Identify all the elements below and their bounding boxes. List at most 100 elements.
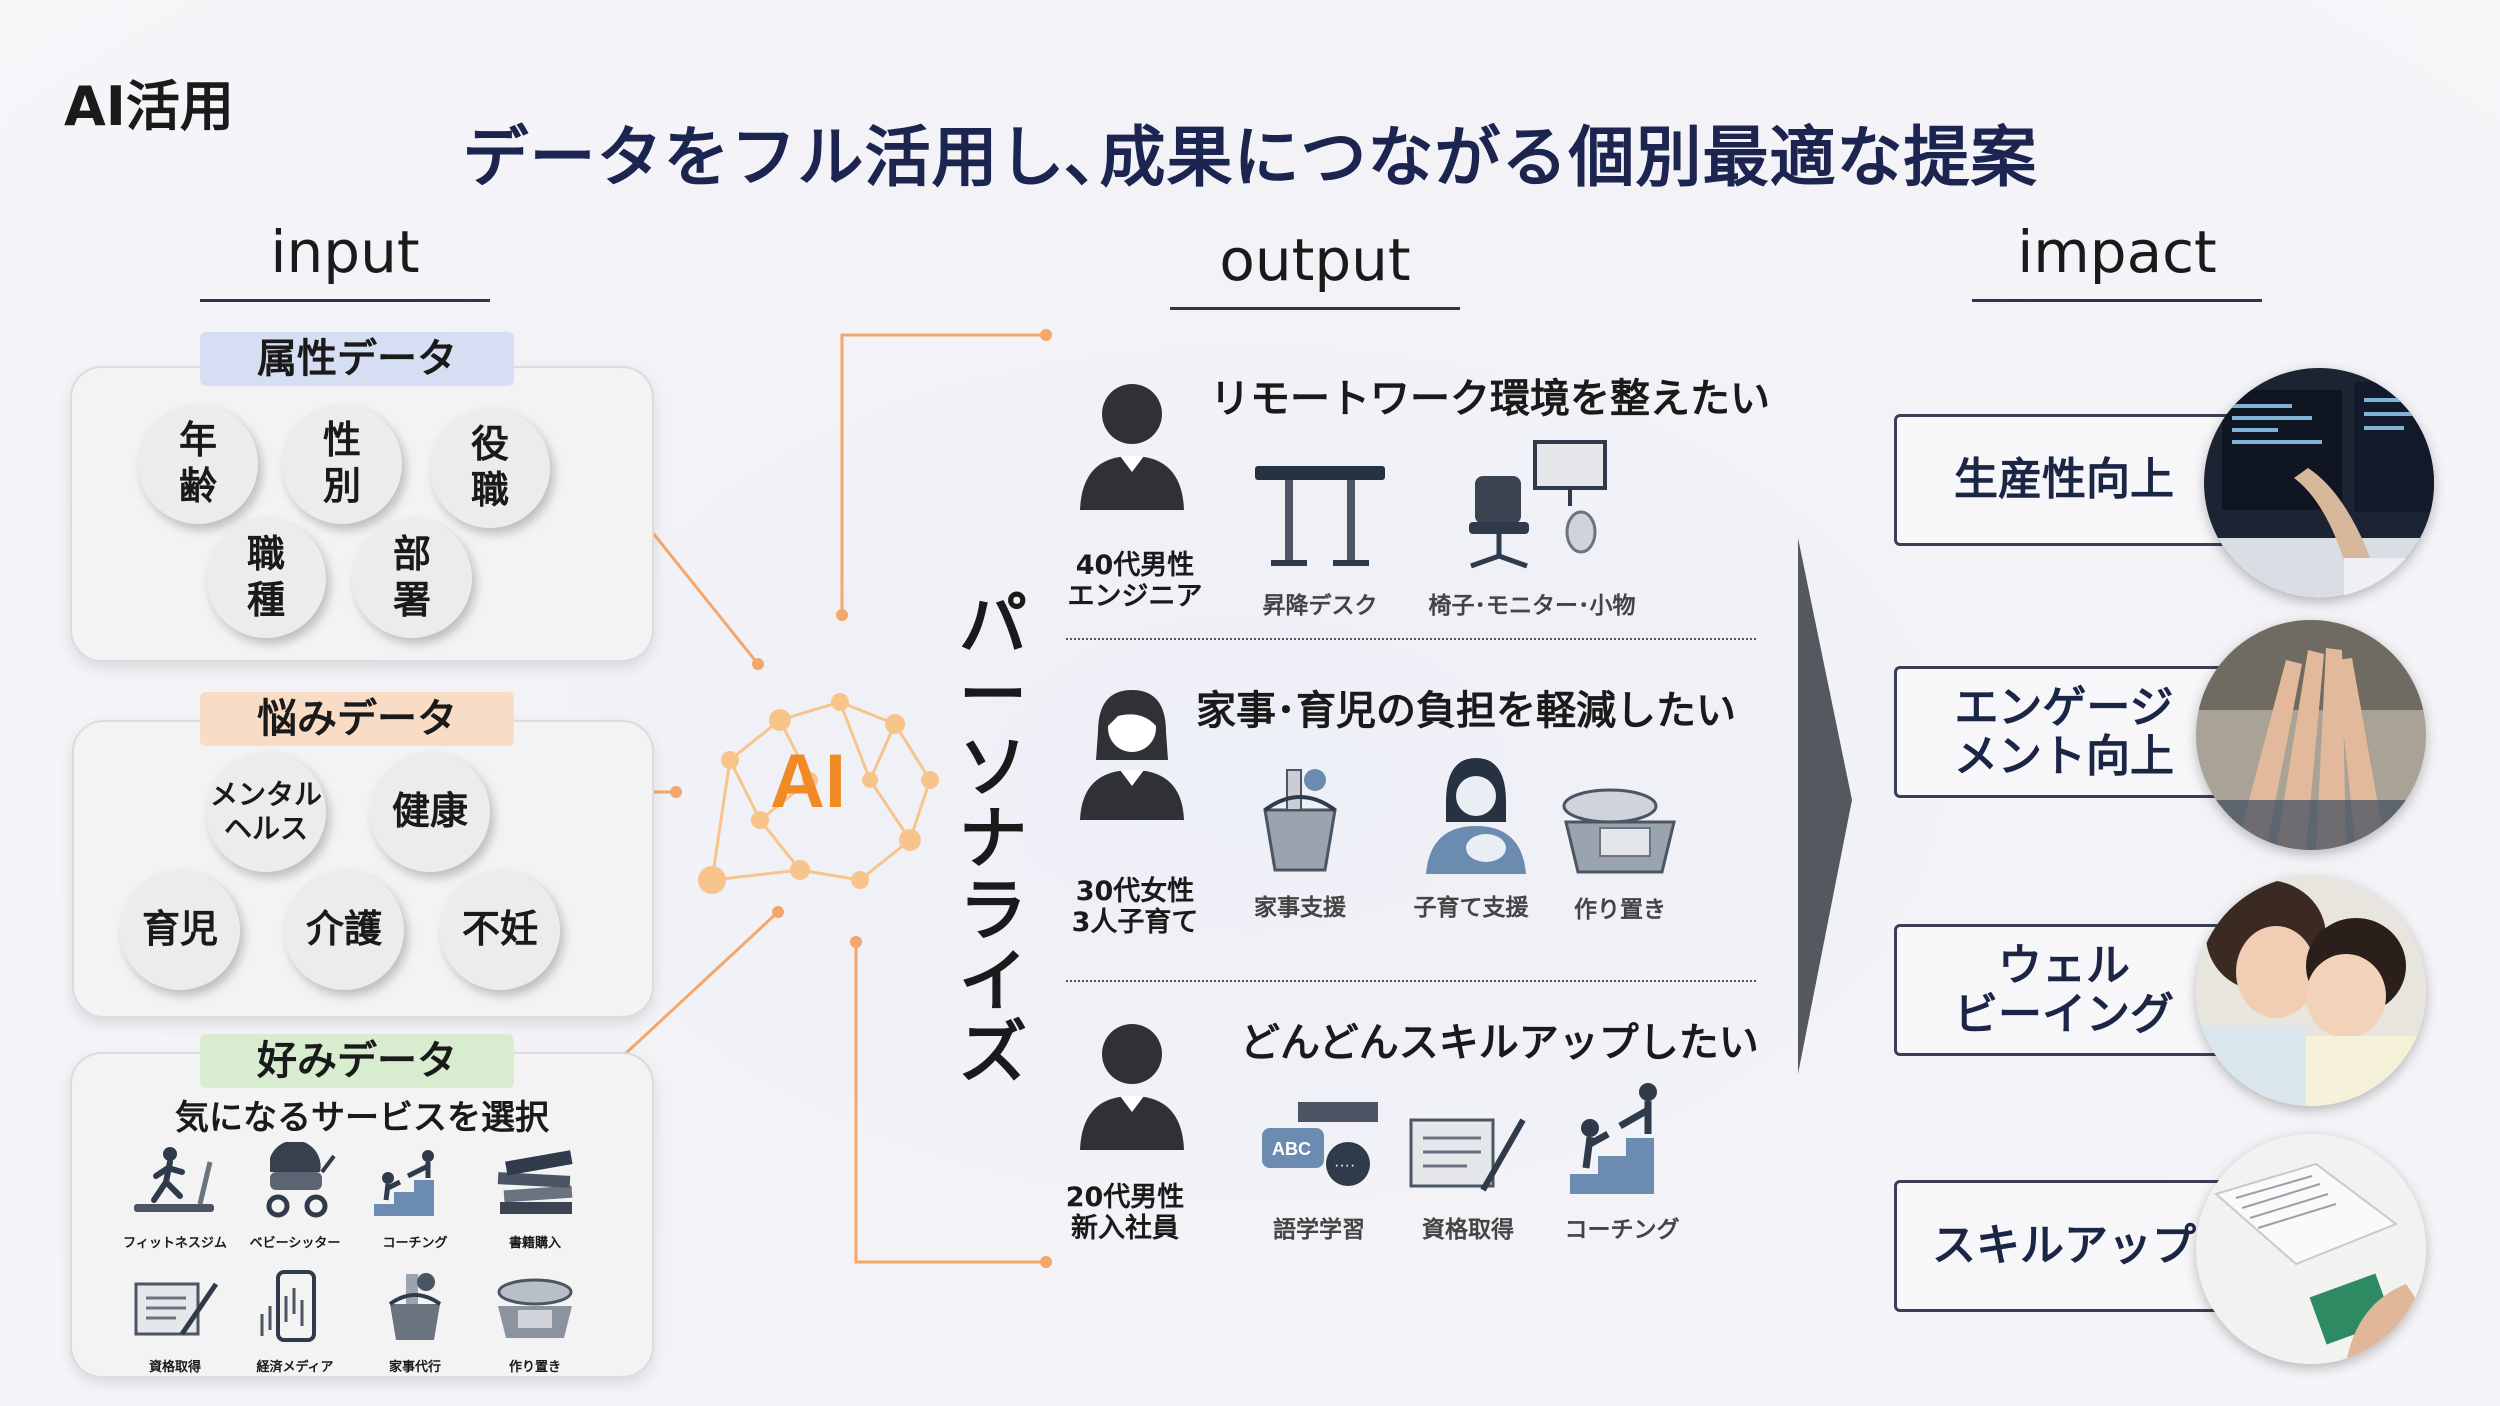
connector-dot bbox=[752, 658, 764, 670]
persona-separator bbox=[1066, 638, 1756, 640]
certificate-icon bbox=[134, 1282, 219, 1336]
coaching-stairs-icon bbox=[374, 1150, 434, 1216]
female-avatar-icon bbox=[1080, 690, 1184, 820]
bubble-position: 役 職 bbox=[430, 408, 550, 528]
item-label: 資格取得 bbox=[1422, 1217, 1514, 1243]
pref-item-economic-media[interactable]: 経済メディア bbox=[220, 1266, 370, 1375]
bubble-mental-health: メンタル ヘルス bbox=[206, 752, 326, 872]
bubble-infertility: 不妊 bbox=[440, 870, 560, 990]
connector-dot bbox=[670, 786, 682, 798]
bubble-department: 部 署 bbox=[352, 518, 472, 638]
column-heading-input-rule bbox=[200, 299, 490, 302]
column-heading-impact: impact bbox=[1972, 218, 2262, 302]
connector-preference-ai bbox=[608, 910, 780, 1070]
developer-screens-photo bbox=[2204, 368, 2434, 598]
bubble-job-type: 職 種 bbox=[206, 518, 326, 638]
page-title: データをフル活用し､成果につながる個別最適な提案 bbox=[462, 119, 2038, 196]
language-chat-icon: ABC ···· bbox=[1262, 1102, 1378, 1186]
connector-ai-output-bottom bbox=[854, 942, 1046, 1264]
column-heading-input-text: input bbox=[270, 218, 420, 286]
connector-dot bbox=[1040, 1256, 1052, 1268]
persona-2-item-housework[interactable]: 家事支援 bbox=[1230, 760, 1370, 922]
item-label: 椅子･モニター･小物 bbox=[1428, 593, 1636, 619]
cleaning-icon bbox=[388, 1273, 442, 1340]
persona-2-item-meal-prep[interactable]: 作り置き bbox=[1530, 778, 1710, 924]
connector-dot bbox=[772, 906, 784, 918]
ai-brain-network-icon bbox=[698, 693, 939, 894]
pref-item-label: 作り置き bbox=[508, 1360, 561, 1375]
impact-productivity: 生産性向上 bbox=[1894, 414, 2234, 546]
bubble-nursing-care: 介護 bbox=[284, 870, 404, 990]
item-label: 語学学習 bbox=[1273, 1217, 1365, 1243]
impact-engagement: エンゲージ メント向上 bbox=[1894, 666, 2234, 798]
connector-dot bbox=[1040, 329, 1052, 341]
bubble-health: 健康 bbox=[370, 752, 490, 872]
bubble-age: 年 齢 bbox=[138, 404, 258, 524]
personalize-vertical-text: パ ー ソ ナ ラ イ ズ bbox=[948, 590, 1038, 1090]
personalize-char: ラ bbox=[958, 871, 1027, 951]
persona-1-title: リモートワーク環境を整えたい bbox=[1210, 376, 1770, 422]
stock-chart-phone-icon bbox=[260, 1270, 316, 1342]
personalize-char: ナ bbox=[958, 800, 1027, 880]
pref-item-label: 資格取得 bbox=[148, 1360, 201, 1375]
pref-item-certificate[interactable]: 資格取得 bbox=[100, 1266, 250, 1375]
persona-3-item-language[interactable]: ABC ···· 語学学習 bbox=[1244, 1098, 1394, 1244]
male-avatar-icon bbox=[1080, 384, 1184, 510]
item-label: 昇降デスク bbox=[1262, 593, 1378, 619]
preference-subtitle: 気になるサービスを選択 bbox=[175, 1098, 549, 1138]
persona-3-item-certificate[interactable]: 資格取得 bbox=[1398, 1106, 1538, 1244]
pref-item-housekeeping[interactable]: 家事代行 bbox=[340, 1266, 490, 1375]
item-label: コーチング bbox=[1564, 1217, 1680, 1243]
svg-text:ABC: ABC bbox=[1272, 1139, 1311, 1159]
connector-ai-output-top bbox=[840, 333, 1046, 615]
flow-arrow bbox=[1798, 538, 1852, 1074]
bubble-childcare: 育児 bbox=[120, 870, 240, 990]
male-avatar-icon bbox=[1080, 1024, 1184, 1150]
pref-item-label: ベビーシッター bbox=[249, 1236, 341, 1251]
persona-1-item-chair-monitor[interactable]: 椅子･モニター･小物 bbox=[1412, 436, 1652, 620]
preference-data-label: 好みデータ bbox=[200, 1034, 514, 1088]
pref-item-label: コーチング bbox=[382, 1236, 448, 1251]
persona-3-desc: 20代男性 新入社員 bbox=[1065, 1182, 1185, 1245]
connector-dot bbox=[850, 936, 862, 948]
persona-1-item-desk[interactable]: 昇降デスク bbox=[1230, 456, 1410, 620]
standing-desk-icon bbox=[1255, 466, 1385, 566]
chair-monitor-icon bbox=[1469, 440, 1607, 569]
column-heading-output: output bbox=[1170, 226, 1460, 310]
item-label: 作り置き bbox=[1574, 897, 1666, 923]
persona-separator bbox=[1066, 980, 1756, 982]
mother-baby-icon bbox=[1426, 758, 1526, 874]
personalize-char: パ bbox=[958, 586, 1027, 665]
persona-2-item-childcare[interactable]: 子育て支援 bbox=[1396, 752, 1546, 922]
column-heading-input: input bbox=[200, 218, 490, 302]
column-heading-impact-text: impact bbox=[2017, 218, 2217, 286]
column-heading-output-text: output bbox=[1219, 226, 1411, 294]
personalize-char: イ bbox=[958, 942, 1027, 1022]
cleaning-icon bbox=[1263, 769, 1337, 872]
personalize-char: ソ bbox=[958, 728, 1027, 808]
pref-item-babysitter[interactable]: ベビーシッター bbox=[220, 1140, 370, 1251]
pref-item-coaching[interactable]: コーチング bbox=[340, 1142, 490, 1251]
certificate-icon bbox=[1409, 1118, 1526, 1192]
persona-1-desc: 40代男性 エンジニア bbox=[1067, 550, 1203, 613]
coaching-stairs-icon bbox=[1570, 1083, 1657, 1194]
persona-3-item-coaching[interactable]: コーチング bbox=[1552, 1074, 1692, 1244]
connector-dot bbox=[836, 609, 848, 621]
impact-skill-up: スキルアップ bbox=[1894, 1180, 2234, 1312]
pref-item-label: 経済メディア bbox=[256, 1360, 334, 1375]
item-label: 子育て支援 bbox=[1413, 895, 1529, 921]
pref-item-label: フィットネスジム bbox=[123, 1236, 227, 1251]
stroller-icon bbox=[266, 1140, 336, 1218]
pref-item-label: 家事代行 bbox=[388, 1360, 441, 1375]
impact-wellbeing: ウェル ビーイング bbox=[1894, 924, 2234, 1056]
persona-3-title: どんどんスキルアップしたい bbox=[1240, 1020, 1759, 1066]
persona-2-desc: 30代女性 3人子育て bbox=[1071, 876, 1199, 939]
concern-data-label: 悩みデータ bbox=[200, 692, 514, 746]
attribute-data-label: 属性データ bbox=[200, 332, 514, 386]
pref-item-fitness[interactable]: フィットネスジム bbox=[100, 1142, 250, 1251]
pref-item-meal-prep[interactable]: 作り置き bbox=[460, 1266, 610, 1375]
pref-item-books[interactable]: 書籍購入 bbox=[460, 1142, 610, 1251]
pref-item-label: 書籍購入 bbox=[508, 1236, 561, 1251]
personalize-char: ー bbox=[958, 657, 1027, 737]
ai-label: AI bbox=[770, 739, 846, 824]
